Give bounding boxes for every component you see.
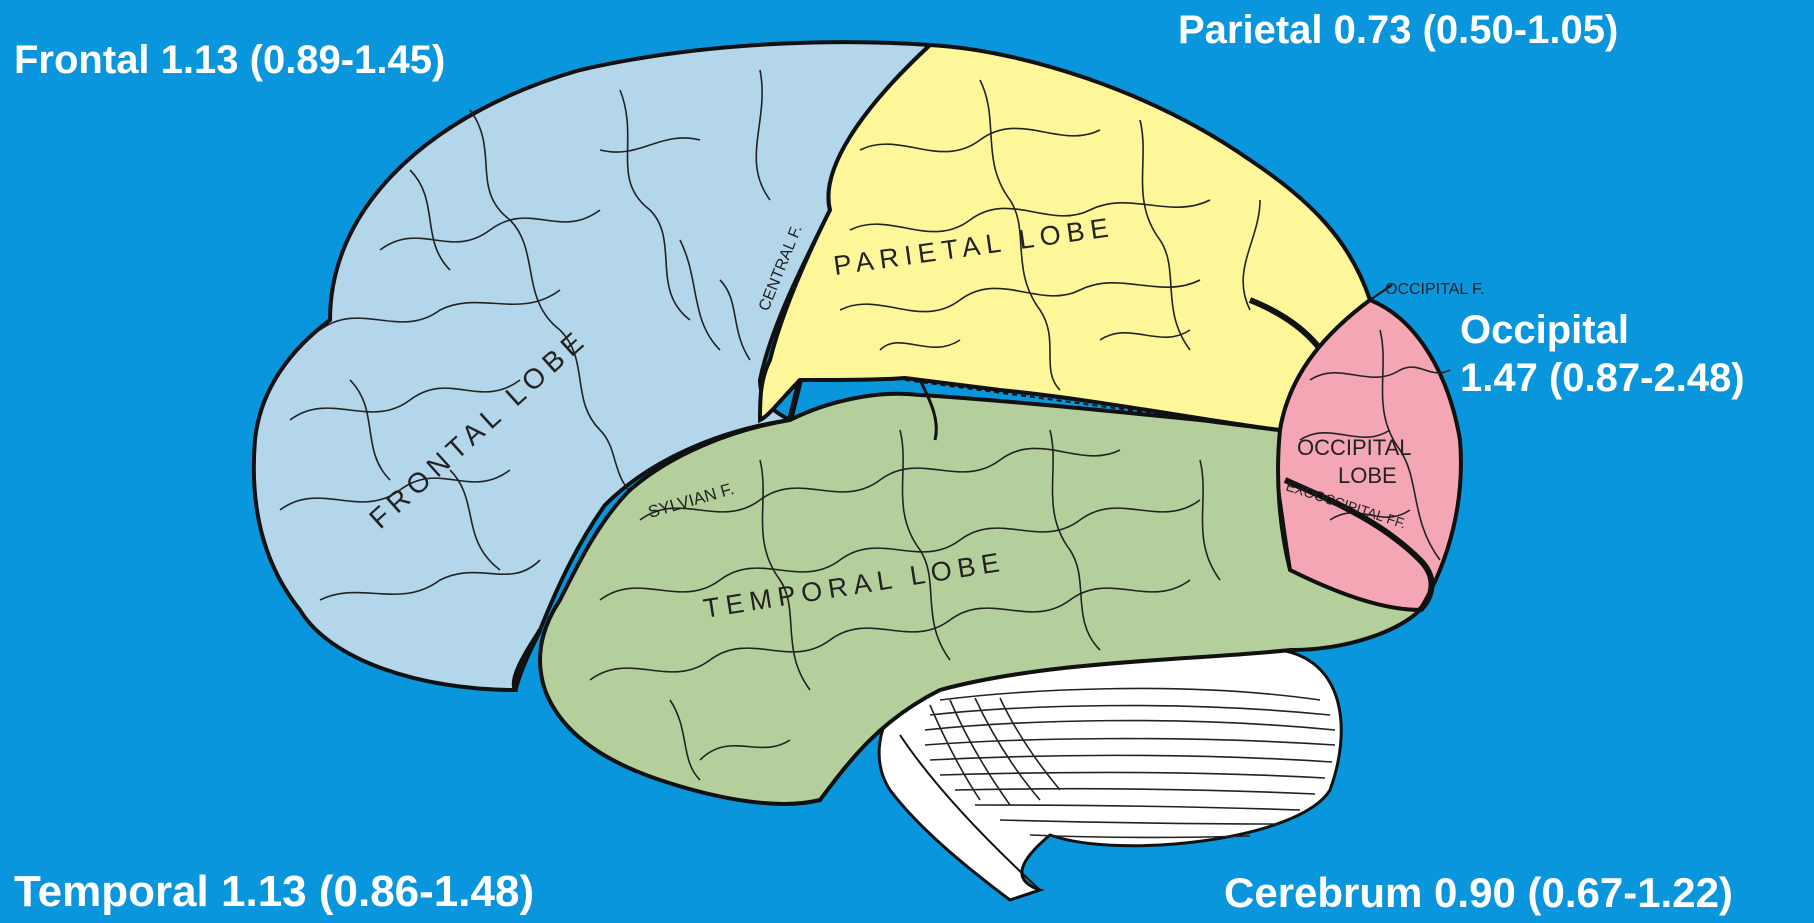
occipital-fissure-label: OCCIPITAL F.: [1385, 281, 1485, 298]
occipital-lobe-label-line1: OCCIPITAL: [1297, 435, 1412, 460]
occipital-lobe-label-line2: LOBE: [1338, 463, 1397, 488]
